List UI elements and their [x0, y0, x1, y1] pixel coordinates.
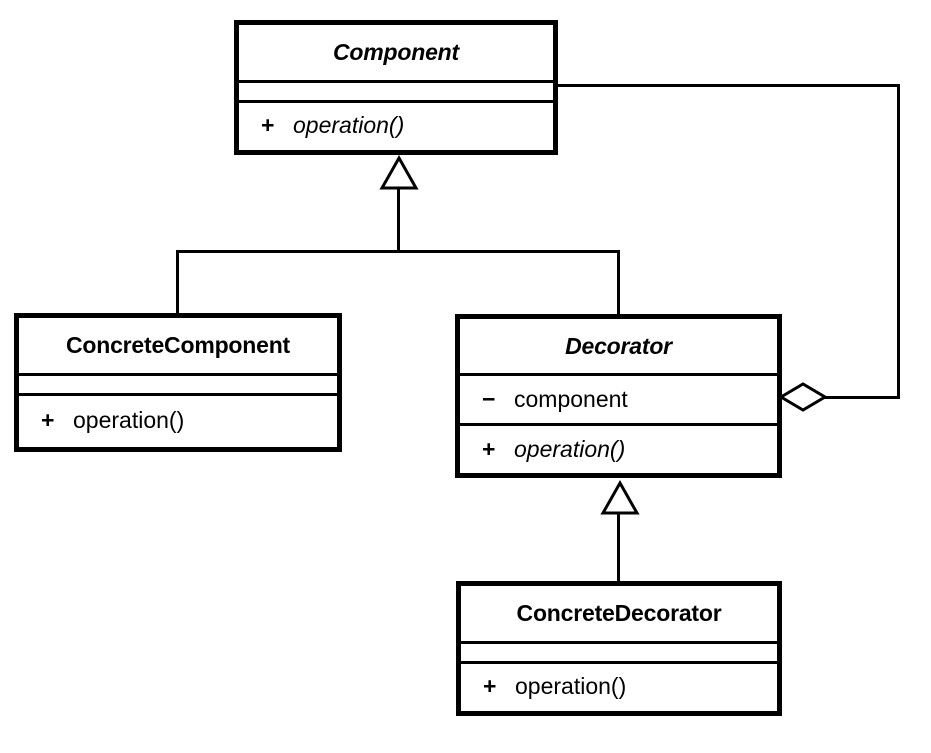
generalization-drop-concrete-component — [176, 250, 179, 314]
class-attributes-compartment-component — [239, 80, 553, 100]
operation-label: operation() — [73, 406, 185, 433]
operation-label: operation() — [293, 111, 405, 138]
hollow-diamond-icon — [778, 382, 828, 412]
operation-label: operation() — [514, 436, 626, 462]
generalization-drop-decorator — [617, 250, 620, 315]
aggregation-segment-right — [897, 84, 900, 398]
class-operations-compartment-component: + operation() — [239, 100, 553, 147]
hollow-triangle-icon-component — [379, 154, 419, 190]
class-name-concrete-component: ConcreteComponent — [65, 332, 291, 358]
class-operations-compartment-concrete-decorator: + operation() — [461, 661, 777, 708]
class-attributes-compartment-decorator: − component — [460, 373, 777, 423]
aggregation-segment-bottom — [822, 396, 900, 399]
hollow-triangle-icon-decorator — [600, 479, 640, 515]
visibility-marker: + — [261, 111, 275, 138]
generalization-stem-component — [397, 187, 400, 253]
class-operations-compartment-concrete-component: + operation() — [19, 393, 337, 444]
class-name-compartment-decorator: Decorator — [460, 319, 777, 373]
class-operations-compartment-decorator: + operation() — [460, 423, 777, 473]
visibility-marker: + — [482, 436, 496, 462]
class-name-decorator: Decorator — [565, 332, 672, 359]
class-name-compartment-concrete-component: ConcreteComponent — [19, 318, 337, 373]
class-box-concrete-component[interactable]: ConcreteComponent + operation() — [14, 313, 342, 452]
operation-row-component-operation: + operation() — [239, 112, 404, 139]
class-name-component: Component — [333, 39, 459, 65]
operation-row-decorator-operation: + operation() — [460, 436, 625, 463]
class-name-compartment-component: Component — [239, 25, 553, 80]
visibility-marker: − — [482, 386, 496, 412]
generalization-stem-concrete-decorator — [617, 512, 620, 582]
visibility-marker: + — [483, 672, 497, 699]
operation-label: operation() — [515, 672, 627, 699]
class-attributes-compartment-concrete-component — [19, 373, 337, 393]
class-name-concrete-decorator: ConcreteDecorator — [516, 600, 722, 626]
class-attributes-compartment-concrete-decorator — [461, 641, 777, 661]
operation-row-concrete-component-operation: + operation() — [19, 407, 184, 434]
class-box-decorator[interactable]: Decorator − component + operation() — [455, 314, 782, 478]
attribute-row-decorator-component: − component — [460, 386, 628, 413]
class-box-component[interactable]: Component + operation() — [234, 20, 558, 155]
visibility-marker: + — [41, 406, 55, 433]
generalization-bus — [176, 250, 620, 253]
class-box-concrete-decorator[interactable]: ConcreteDecorator + operation() — [456, 581, 782, 716]
class-name-compartment-concrete-decorator: ConcreteDecorator — [461, 586, 777, 641]
operation-row-concrete-decorator-operation: + operation() — [461, 673, 626, 700]
attribute-label: component — [514, 386, 628, 412]
aggregation-segment-top — [557, 84, 900, 87]
